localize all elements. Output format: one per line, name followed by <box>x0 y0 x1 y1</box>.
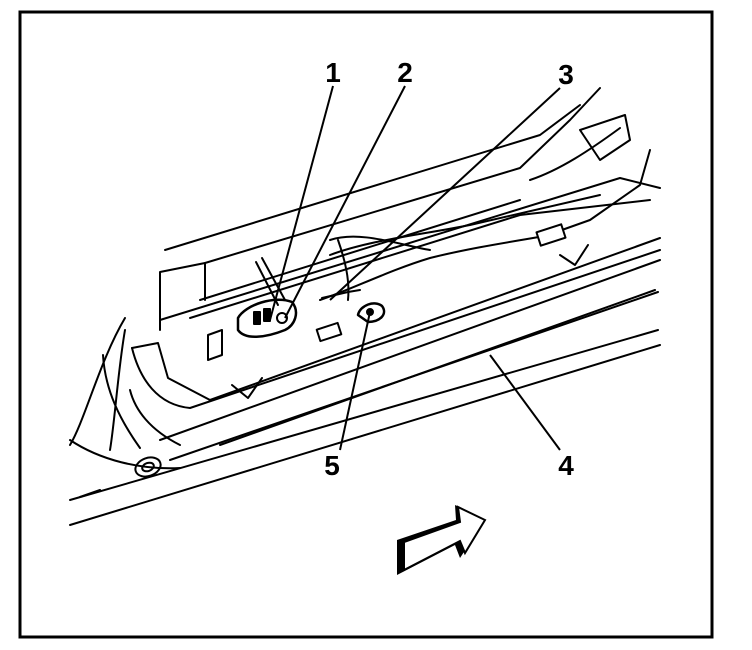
leader-line-2 <box>284 85 406 319</box>
module-fastener <box>276 312 288 324</box>
sill-clip-1 <box>231 377 263 399</box>
inner-panel-mid <box>199 199 521 301</box>
grommet-outer <box>134 456 162 478</box>
bracket-upper-right <box>579 114 631 161</box>
harness-connector-right <box>535 223 567 247</box>
sill-clip-2 <box>559 244 589 266</box>
rocker-line-4 <box>159 259 661 441</box>
rocker-line-2 <box>69 344 661 526</box>
vehicle-body-drawing <box>69 87 661 526</box>
leader-lines <box>269 85 561 451</box>
diagram-border <box>18 10 714 639</box>
door-opening-curve-4 <box>129 389 181 446</box>
module-pin-1 <box>253 311 261 325</box>
cable-tie <box>321 289 361 299</box>
forward-arrow-icon <box>397 505 487 575</box>
door-opening-curve-outer <box>69 317 126 446</box>
door-opening-curve-3 <box>102 354 141 449</box>
wiring-harness-4 <box>329 194 601 256</box>
inner-panel-left <box>159 262 206 331</box>
module-pin-2 <box>263 308 271 322</box>
door-opening-bottom <box>69 439 181 470</box>
sill-plate-top <box>131 237 661 401</box>
wiring-loop <box>337 239 350 301</box>
wiring-harness-3 <box>544 149 651 237</box>
wire-lead-1 <box>261 257 286 301</box>
sill-plate-back <box>159 177 661 321</box>
inner-panel-lower <box>189 199 651 319</box>
leader-line-3 <box>329 87 561 301</box>
harness-connector-mid <box>315 321 343 343</box>
leader-line-1 <box>269 85 334 321</box>
floor-curve <box>529 127 621 181</box>
grommet-inner <box>141 461 155 473</box>
callout-5: 5 <box>324 450 340 481</box>
callout-3: 3 <box>558 59 574 90</box>
callout-2: 2 <box>397 57 413 88</box>
callout-1: 1 <box>325 57 341 88</box>
rocker-line-1 <box>69 329 659 501</box>
wiring-harness-1 <box>319 235 546 301</box>
callout-4: 4 <box>558 450 574 481</box>
inner-panel-upper-2 <box>164 104 581 251</box>
rocker-line-5 <box>219 289 656 446</box>
panel-slot <box>207 329 223 361</box>
inner-panel-upper <box>204 87 601 264</box>
leader-line-5 <box>339 311 371 451</box>
sill-plate-edge <box>131 249 661 409</box>
door-opening-curve-inner <box>109 329 126 451</box>
wiring-harness-2 <box>329 235 431 251</box>
small-tab <box>79 489 101 498</box>
leader-line-4 <box>489 354 561 451</box>
wire-lead-2 <box>255 261 279 306</box>
